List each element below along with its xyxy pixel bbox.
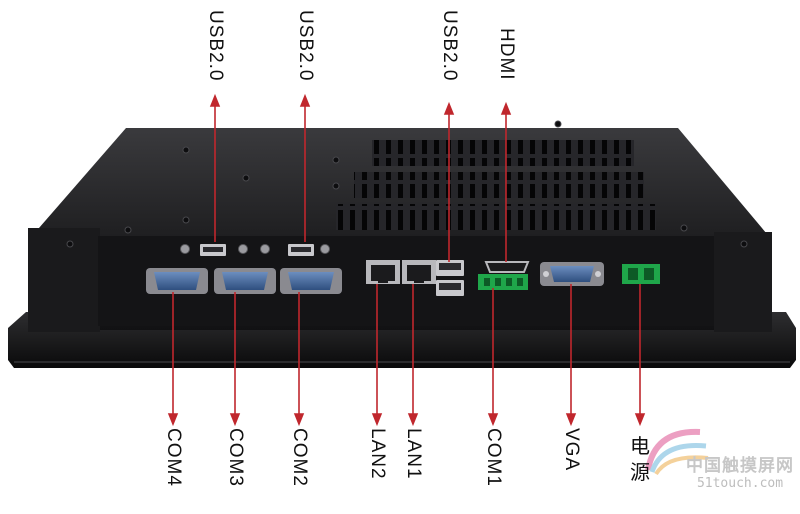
pointer-arrows xyxy=(167,93,646,427)
label-lan1: LAN1 xyxy=(403,428,424,480)
left-side-block xyxy=(28,228,100,332)
label-usb-2: USB2.0 xyxy=(295,10,316,82)
label-usb-1: USB2.0 xyxy=(205,10,226,82)
usb-port-2 xyxy=(288,244,314,256)
label-com1: COM1 xyxy=(483,428,504,487)
label-com3: COM3 xyxy=(225,428,246,487)
right-side-block xyxy=(714,232,772,332)
power-terminal xyxy=(622,264,660,284)
label-com4: COM4 xyxy=(163,428,184,487)
hdmi-port xyxy=(484,261,530,273)
lan1-port xyxy=(402,260,436,284)
watermark: 中国触摸屏网 51touch.com xyxy=(686,451,794,491)
label-vga: VGA xyxy=(561,428,582,472)
watermark-url: 51touch.com xyxy=(696,476,784,491)
watermark-logo xyxy=(645,428,709,476)
label-hdmi: HDMI xyxy=(496,28,517,81)
hex-standoffs xyxy=(180,244,330,254)
com2-port xyxy=(280,268,342,294)
label-power-1: 电 xyxy=(630,434,650,458)
label-lan2: LAN2 xyxy=(367,428,388,480)
label-usb-3: USB2.0 xyxy=(439,10,460,82)
usb-port-stack xyxy=(436,260,464,296)
lan2-port xyxy=(366,260,400,284)
watermark-cn: 中国触摸屏网 xyxy=(686,456,794,476)
vga-port xyxy=(540,262,604,286)
vent-grille-2 xyxy=(354,172,644,198)
label-com2: COM2 xyxy=(289,428,310,487)
com1-terminal-block xyxy=(478,274,528,290)
housing-screws xyxy=(66,120,748,248)
vent-grille-1 xyxy=(372,140,634,166)
vent-grille-3 xyxy=(336,204,656,230)
label-power-2: 源 xyxy=(630,460,650,484)
usb-port-1 xyxy=(200,244,226,256)
com3-port xyxy=(214,268,276,294)
com4-port xyxy=(146,268,208,294)
